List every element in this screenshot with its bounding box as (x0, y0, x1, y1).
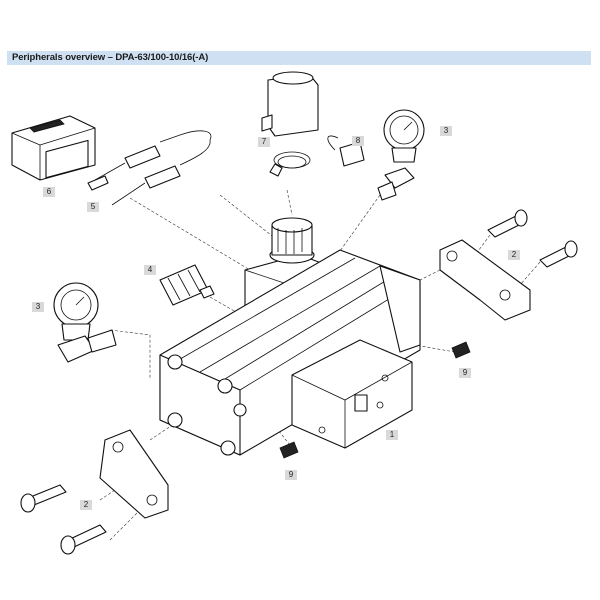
proximity-sensor-part-5 (87, 130, 212, 206)
main-cylinder-body (159, 249, 421, 456)
callout-5: 5 (87, 202, 99, 212)
pressure-gauge-part-3-upper (377, 109, 425, 201)
silencer-part-4 (159, 264, 215, 306)
solenoid-valve-part-1 (291, 339, 413, 449)
callout-9-lower: 9 (285, 470, 297, 480)
callout-3-lower: 3 (32, 302, 44, 312)
header-bar: Peripherals overview – DPA-63/100-10/16(… (7, 51, 591, 65)
solenoid-coil-part-8 (261, 71, 365, 167)
callout-3-upper: 3 (440, 126, 452, 136)
callout-4: 4 (144, 265, 156, 275)
callout-8: 8 (352, 136, 364, 146)
display-module-part-6 (11, 115, 96, 181)
callout-1: 1 (386, 430, 398, 440)
page-title: Peripherals overview – DPA-63/100-10/16(… (12, 52, 209, 63)
pressure-gauge-part-3-lower (53, 282, 117, 363)
callout-6: 6 (43, 187, 55, 197)
mounting-bracket-part-2-lower (20, 429, 169, 555)
mounting-bracket-part-2-upper (439, 209, 578, 321)
callout-7: 7 (258, 137, 270, 147)
set-screw-part-9-right (451, 341, 471, 359)
callout-9-right: 9 (459, 368, 471, 378)
retaining-ring-part-7 (269, 151, 311, 177)
callout-2-upper: 2 (508, 250, 520, 260)
callout-2-lower: 2 (80, 500, 92, 510)
set-screw-part-9-lower (279, 441, 299, 459)
